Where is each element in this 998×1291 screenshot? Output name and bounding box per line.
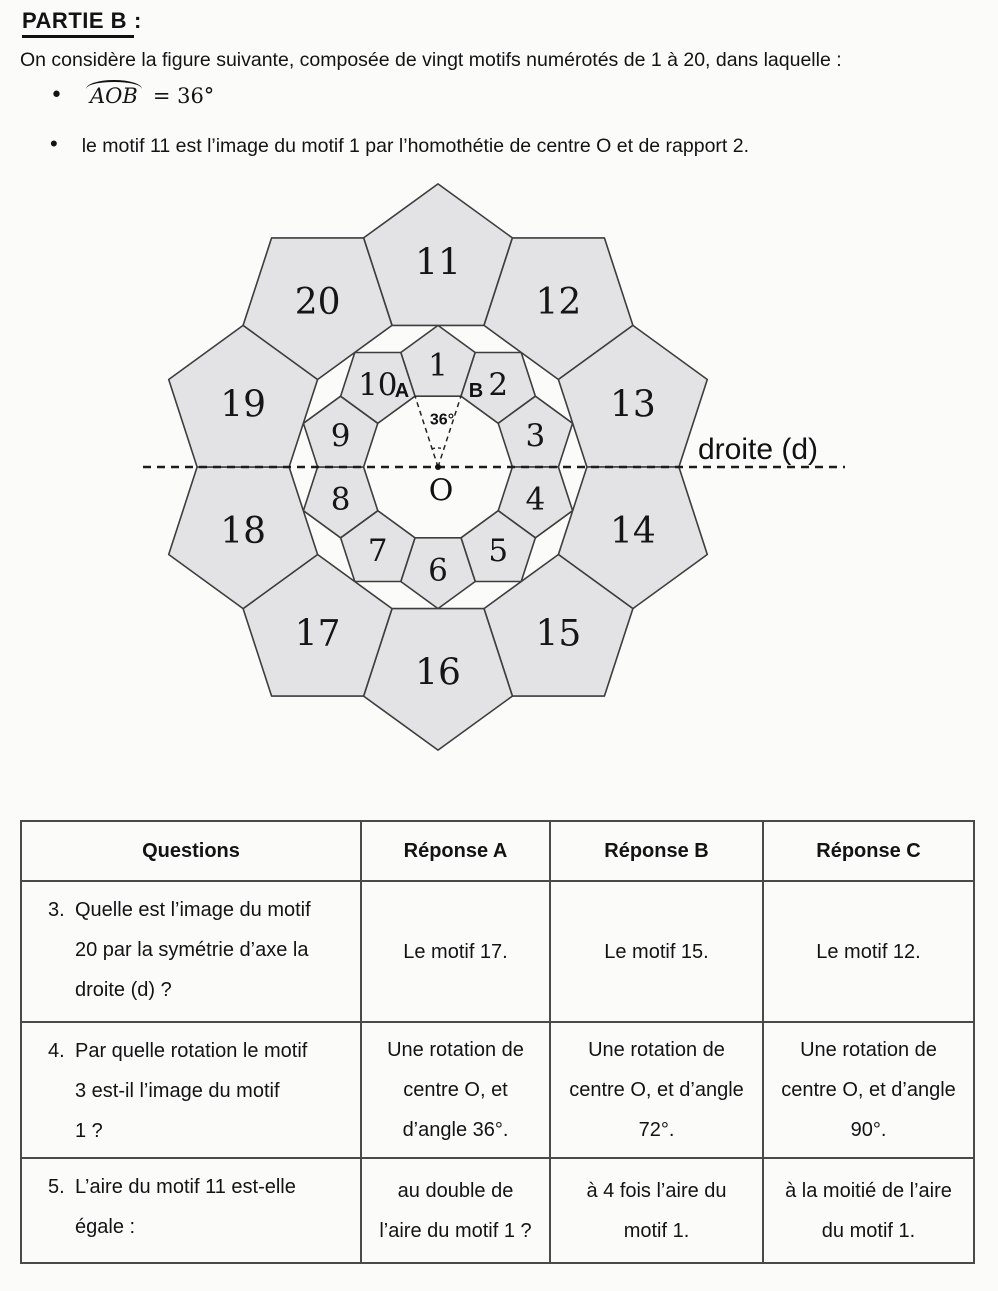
motif-number-2: 2 [488, 367, 508, 403]
motif-shape-15 [483, 553, 634, 697]
angle-leg-oa [414, 395, 439, 468]
motif-shape-1 [399, 324, 477, 398]
motif-shape-4 [497, 466, 574, 539]
intro-paragraph: On considère la figure suivante, composé… [20, 49, 842, 71]
question-5: 5. L’aire du motif 11 est-elle égale : [23, 1160, 359, 1247]
angle-marker: O A B 36° [395, 380, 483, 509]
motif-number-12: 12 [535, 282, 581, 323]
motif-number-7: 7 [368, 533, 388, 569]
motif-shapes [167, 183, 709, 751]
motif-shape-8 [302, 466, 379, 539]
angle-aob-value: = 36° [152, 84, 215, 108]
motif-number-15: 15 [535, 613, 581, 654]
motif-number-20: 20 [295, 282, 341, 323]
motif-shape-3 [497, 395, 574, 468]
symmetry-axis-label: droite (d) [698, 433, 818, 466]
motif-shape-16 [362, 607, 514, 751]
table-row-q5: 5. L’aire du motif 11 est-elle égale : au… [20, 1157, 975, 1264]
answer-3b: Le motif 15. [549, 880, 764, 1023]
page-title: PARTIE B: [22, 8, 142, 38]
question-5-text: L’aire du motif 11 est-elle égale : [75, 1176, 296, 1238]
answer-5a: au double de l’aire du motif 1 ? [360, 1157, 551, 1264]
questions-table: Questions Réponse A Réponse B Réponse C … [20, 820, 975, 1264]
motif-shape-11 [362, 183, 514, 327]
header-questions: Questions [20, 820, 362, 882]
motif-number-3: 3 [526, 418, 546, 454]
point-b-label: B [469, 380, 483, 402]
motif-number-11: 11 [415, 243, 461, 284]
motif-shape-20 [242, 237, 393, 381]
angle-value-label: 36° [430, 412, 454, 429]
table-header-row: Questions Réponse A Réponse B Réponse C [20, 820, 975, 882]
center-label: O [429, 474, 454, 509]
header-reponse-c: Réponse C [762, 820, 975, 882]
motif-shape-5 [460, 509, 537, 583]
header-reponse-b: Réponse B [549, 820, 764, 882]
motif-number-4: 4 [526, 482, 546, 518]
motif-shape-14 [557, 466, 709, 610]
motif-number-13: 13 [610, 384, 656, 425]
motif-shape-2 [460, 351, 537, 425]
motif-shape-7 [339, 509, 416, 583]
motif-number-10: 10 [358, 367, 397, 403]
bullet-angle: AOB = 36° [50, 80, 215, 109]
motif-shape-13 [557, 324, 709, 468]
bullet-homothety: le motif 11 est l’image du motif 1 par l… [50, 132, 749, 158]
motif-number-19: 19 [220, 384, 266, 425]
answer-4b: Une rotation de centre O, et d’angle 72°… [549, 1021, 764, 1159]
motif-shape-18 [167, 466, 319, 610]
motif-shape-17 [242, 553, 393, 697]
motif-shape-9 [302, 395, 379, 468]
point-a-label: A [395, 380, 409, 402]
question-3: 3. Quelle est l’image du motif 20 par la … [23, 883, 359, 1010]
motif-shape-10 [339, 351, 416, 425]
angle-aob-math: AOB [85, 80, 142, 108]
motif-number-5: 5 [488, 533, 508, 569]
answer-5c: à la moitié de l’aire du motif 1. [762, 1157, 975, 1264]
motif-figure-svg: droite (d) O A B 36° 1234567891011121314… [143, 183, 845, 751]
table-row-q4: 4. Par quelle rotation le motif 3 est-il … [20, 1021, 975, 1159]
symmetry-axis: droite (d) [143, 433, 845, 469]
motif-shape-12 [483, 237, 634, 381]
question-3-text: Quelle est l’image du motif 20 par la sy… [75, 899, 311, 1001]
header-reponse-a: Réponse A [360, 820, 551, 882]
motif-number-8: 8 [331, 482, 351, 518]
angle-leg-ob [437, 395, 462, 468]
page-title-colon: : [134, 8, 142, 33]
answer-5b: à 4 fois l’aire du motif 1. [549, 1157, 764, 1264]
angle-arc [431, 447, 445, 450]
motif-number-17: 17 [295, 613, 341, 654]
motif-shape-6 [399, 536, 477, 610]
question-4-text: Par quelle rotation le motif 3 est-il l’… [75, 1040, 308, 1142]
page-title-text: PARTIE B [22, 8, 135, 38]
answer-3a: Le motif 17. [360, 880, 551, 1023]
question-4: 4. Par quelle rotation le motif 3 est-il … [23, 1024, 359, 1151]
motif-number-18: 18 [220, 511, 266, 552]
motif-number-6: 6 [428, 552, 448, 588]
question-3-number: 3. [48, 899, 65, 921]
answer-4c: Une rotation de centre O, et d’angle 90°… [762, 1021, 975, 1159]
motif-number-1: 1 [428, 347, 448, 383]
motif-number-9: 9 [331, 418, 351, 454]
center-point [435, 464, 441, 470]
motif-number-16: 16 [415, 653, 461, 694]
answer-3c: Le motif 12. [762, 880, 975, 1023]
question-4-number: 4. [48, 1040, 65, 1062]
motif-shape-19 [167, 324, 319, 468]
motif-number-14: 14 [610, 511, 656, 552]
table-row-q3: 3. Quelle est l’image du motif 20 par la … [20, 880, 975, 1023]
answer-4a: Une rotation de centre O, et d’angle 36°… [360, 1021, 551, 1159]
question-5-number: 5. [48, 1176, 65, 1198]
